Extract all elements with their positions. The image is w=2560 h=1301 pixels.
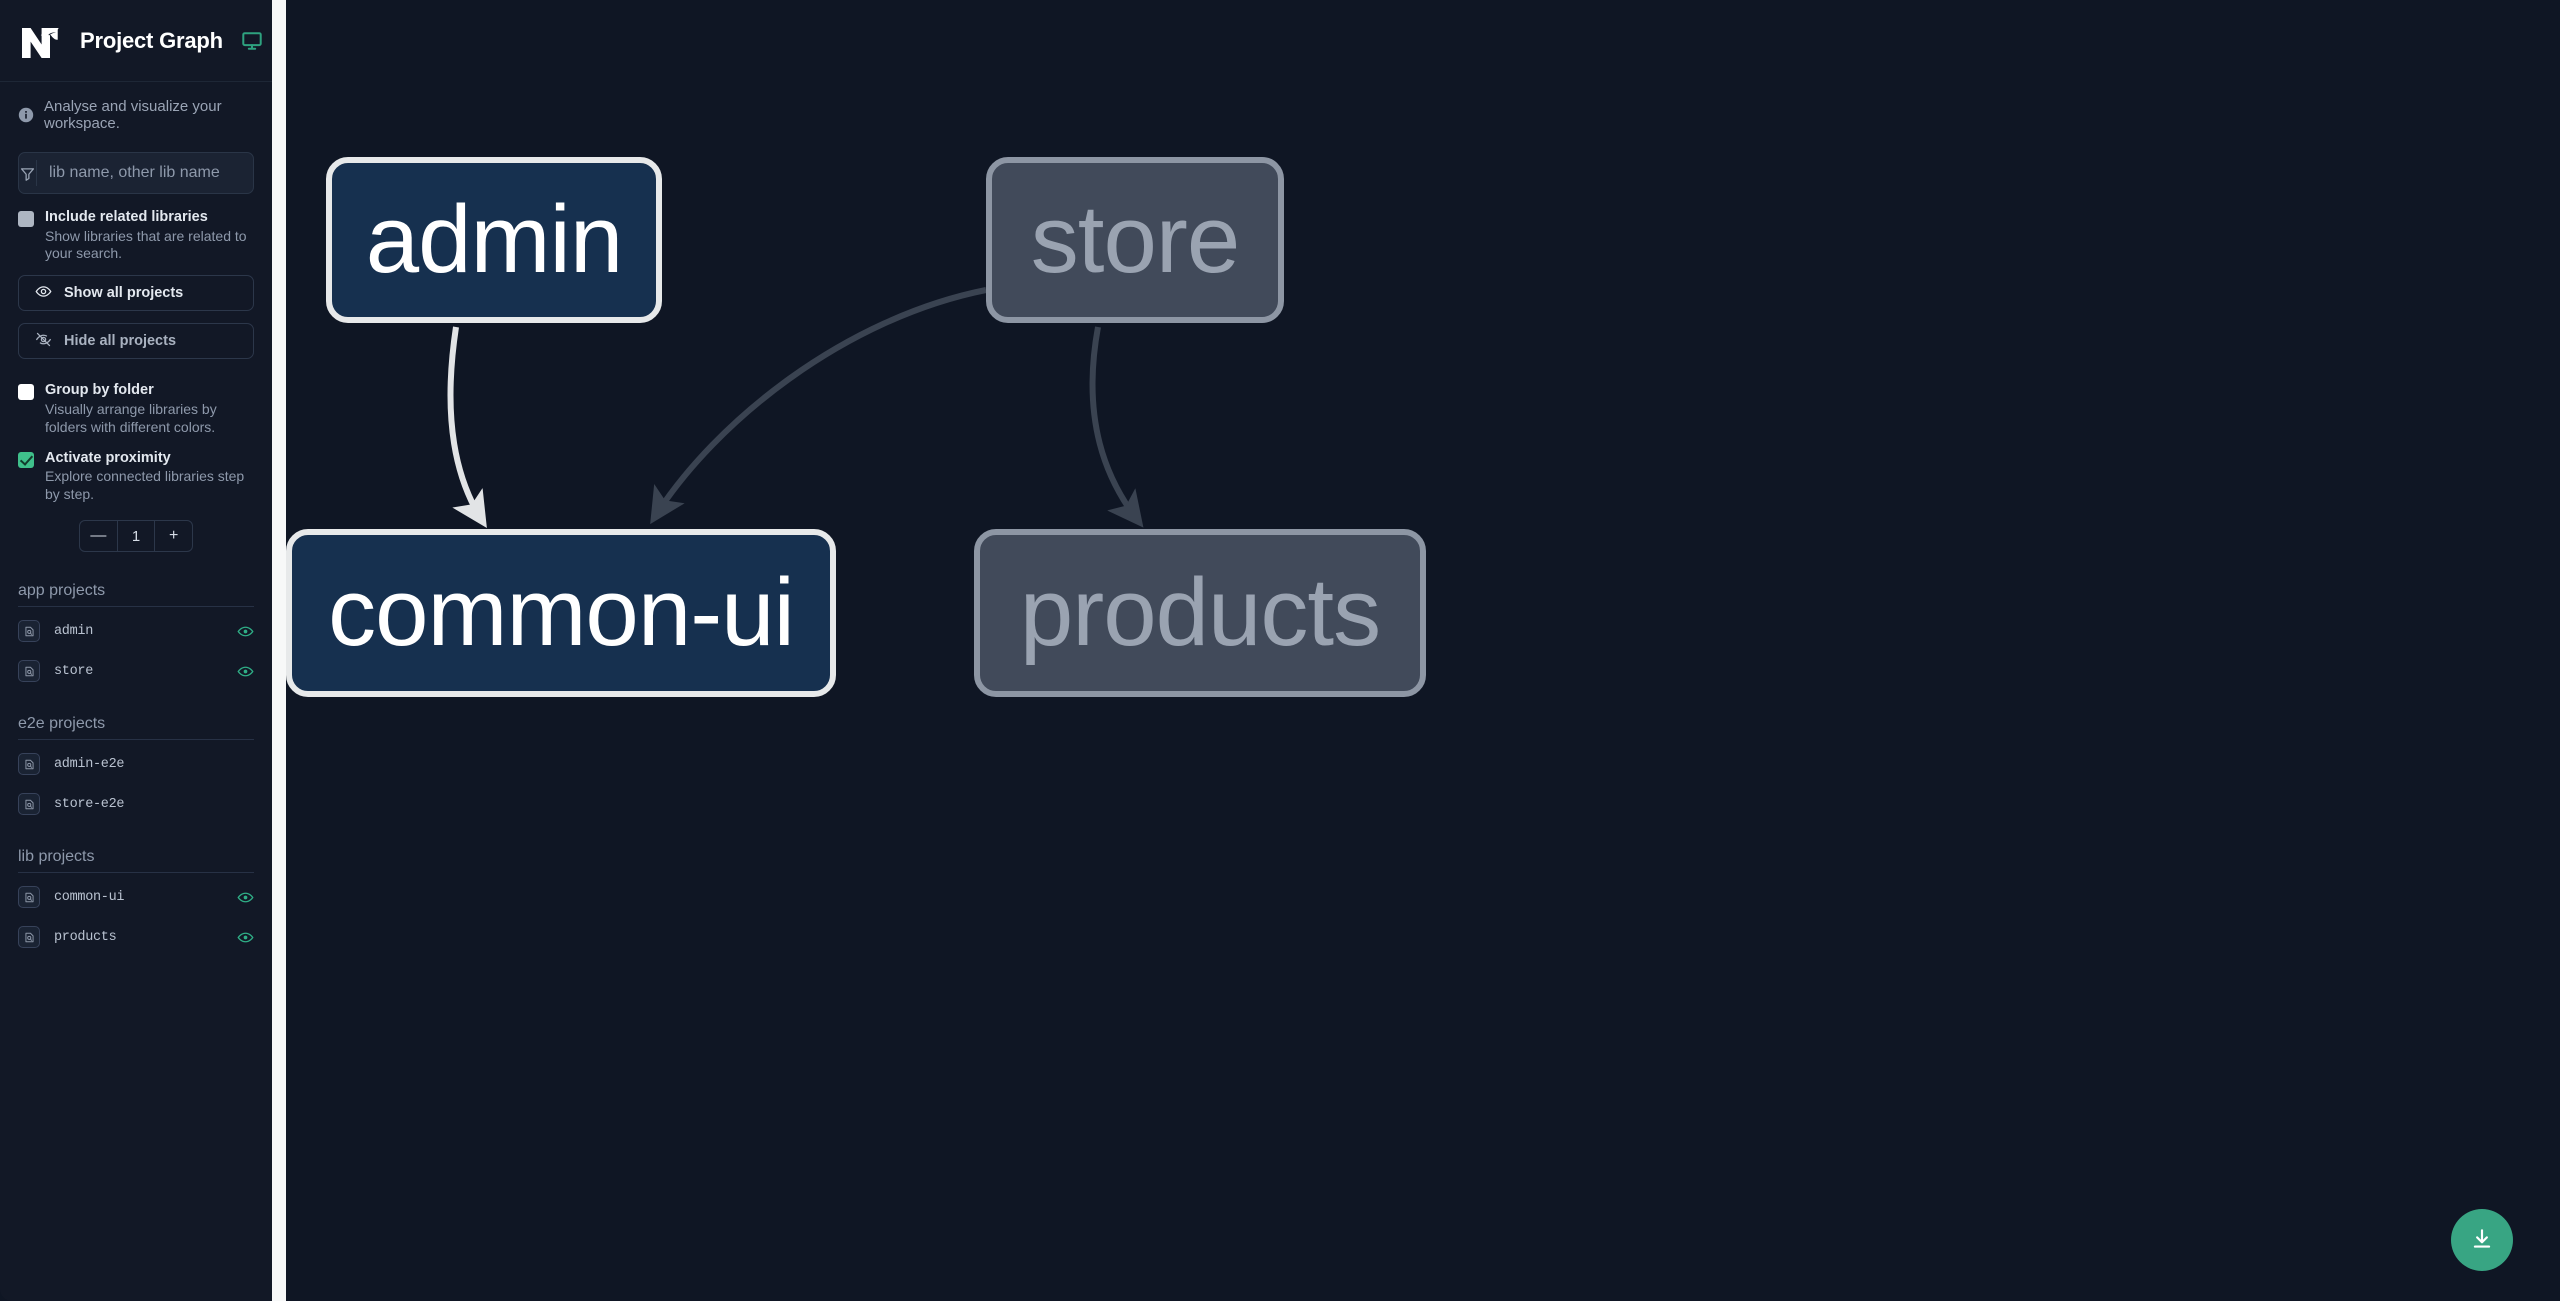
monitor-icon[interactable] bbox=[241, 30, 263, 52]
project-group-title: e2e projects bbox=[18, 715, 106, 733]
proximity-decrement-button[interactable]: — bbox=[90, 527, 107, 545]
activate-proximity-checkbox[interactable] bbox=[18, 451, 34, 468]
graph-node-products[interactable]: products bbox=[974, 529, 1426, 697]
group-by-folder-description: Visually arrange libraries by folders wi… bbox=[45, 400, 217, 435]
group-divider bbox=[18, 872, 254, 874]
eye-icon bbox=[35, 283, 52, 303]
project-list-item-store-e2e[interactable]: store-e2e bbox=[0, 784, 272, 824]
project-list-item-common-ui[interactable]: common-ui bbox=[0, 877, 272, 917]
edge-store-to-products bbox=[1089, 326, 1144, 528]
hide-all-projects-button[interactable]: Hide all projects bbox=[18, 323, 254, 360]
project-icon bbox=[18, 926, 40, 949]
show-all-projects-label: Show all projects bbox=[64, 285, 184, 302]
graph-node-label: store bbox=[1030, 186, 1240, 293]
tagline: Analyse and visualize your workspace. bbox=[0, 82, 272, 142]
eye-off-icon bbox=[35, 331, 52, 351]
include-related-label: Include related libraries bbox=[45, 209, 208, 225]
graph-node-label: admin bbox=[365, 186, 623, 293]
sidebar-header: Project Graph bbox=[0, 0, 272, 82]
group-spacer bbox=[0, 691, 272, 715]
project-list-item-label: admin-e2e bbox=[54, 756, 125, 772]
activate-proximity-description: Explore connected libraries step by step… bbox=[45, 468, 245, 503]
option-activate-proximity[interactable]: Activate proximity Explore connected lib… bbox=[0, 437, 272, 504]
activate-proximity-label: Activate proximity bbox=[45, 449, 171, 466]
project-list-item-label: common-ui bbox=[54, 889, 125, 905]
group-spacer bbox=[0, 824, 272, 848]
project-visibility-eye-icon[interactable] bbox=[237, 623, 254, 640]
include-related-checkbox[interactable] bbox=[18, 211, 34, 227]
project-visibility-eye-icon[interactable] bbox=[237, 889, 254, 906]
project-list-item-label: store-e2e bbox=[54, 796, 125, 812]
graph-node-common-ui[interactable]: common-ui bbox=[286, 529, 836, 697]
download-icon bbox=[2469, 1226, 2495, 1255]
sidebar-divider bbox=[272, 0, 286, 1301]
project-visibility-placeholder bbox=[237, 756, 254, 773]
tagline-text: Analyse and visualize your workspace. bbox=[44, 98, 222, 132]
project-list-item-admin-e2e[interactable]: admin-e2e bbox=[0, 744, 272, 784]
project-list: app projects admin store e2e projects admin-… bbox=[0, 552, 272, 1301]
graph-node-admin[interactable]: admin bbox=[326, 157, 662, 323]
proximity-stepper[interactable]: — 1 + bbox=[79, 520, 193, 553]
project-visibility-placeholder bbox=[237, 796, 254, 813]
include-related-description: Show libraries that are related to your … bbox=[45, 227, 247, 262]
project-list-item-label: store bbox=[54, 663, 94, 679]
project-list-item-label: admin bbox=[54, 623, 94, 639]
group-by-folder-checkbox[interactable] bbox=[18, 384, 34, 401]
edge-store-to-common-ui bbox=[650, 287, 987, 525]
show-all-projects-button[interactable]: Show all projects bbox=[18, 275, 254, 312]
project-visibility-eye-icon[interactable] bbox=[237, 929, 254, 946]
group-divider bbox=[18, 739, 254, 741]
project-icon bbox=[18, 660, 40, 683]
proximity-value: 1 bbox=[116, 521, 155, 552]
project-visibility-eye-icon[interactable] bbox=[237, 663, 254, 680]
graph-edges bbox=[447, 287, 1144, 529]
graph-node-store[interactable]: store bbox=[986, 157, 1284, 323]
search-input[interactable] bbox=[36, 160, 256, 186]
edge-admin-to-common-ui bbox=[447, 326, 487, 529]
project-icon bbox=[18, 620, 40, 643]
project-list-item-products[interactable]: products bbox=[0, 917, 272, 957]
download-graph-button[interactable] bbox=[2451, 1209, 2513, 1271]
nx-logo-icon bbox=[20, 20, 66, 62]
project-group-title: lib projects bbox=[18, 848, 95, 866]
option-include-related[interactable]: Include related libraries Show libraries… bbox=[0, 194, 272, 263]
project-icon bbox=[18, 753, 40, 776]
graph-node-label: common-ui bbox=[328, 559, 795, 666]
group-by-folder-label: Group by folder bbox=[45, 382, 154, 399]
group-divider bbox=[18, 606, 254, 608]
funnel-icon bbox=[19, 165, 36, 182]
hide-all-projects-label: Hide all projects bbox=[64, 333, 177, 350]
project-list-item-admin[interactable]: admin bbox=[0, 611, 272, 651]
info-icon bbox=[18, 107, 34, 123]
project-icon bbox=[18, 886, 40, 909]
option-group-by-folder[interactable]: Group by folder Visually arrange librari… bbox=[0, 359, 272, 436]
project-icon bbox=[18, 793, 40, 816]
project-list-item-label: products bbox=[54, 929, 117, 945]
graph-node-label: products bbox=[1019, 559, 1381, 666]
project-group-title: app projects bbox=[18, 582, 106, 600]
search-box[interactable] bbox=[18, 152, 256, 194]
proximity-increment-button[interactable]: + bbox=[154, 521, 192, 552]
graph-canvas[interactable]: admin store common-ui products bbox=[286, 0, 2560, 1301]
project-list-item-store[interactable]: store bbox=[0, 651, 272, 691]
sidebar: Project Graph Analyse and visualize your… bbox=[0, 0, 272, 1301]
page-title: Project Graph bbox=[80, 27, 223, 53]
